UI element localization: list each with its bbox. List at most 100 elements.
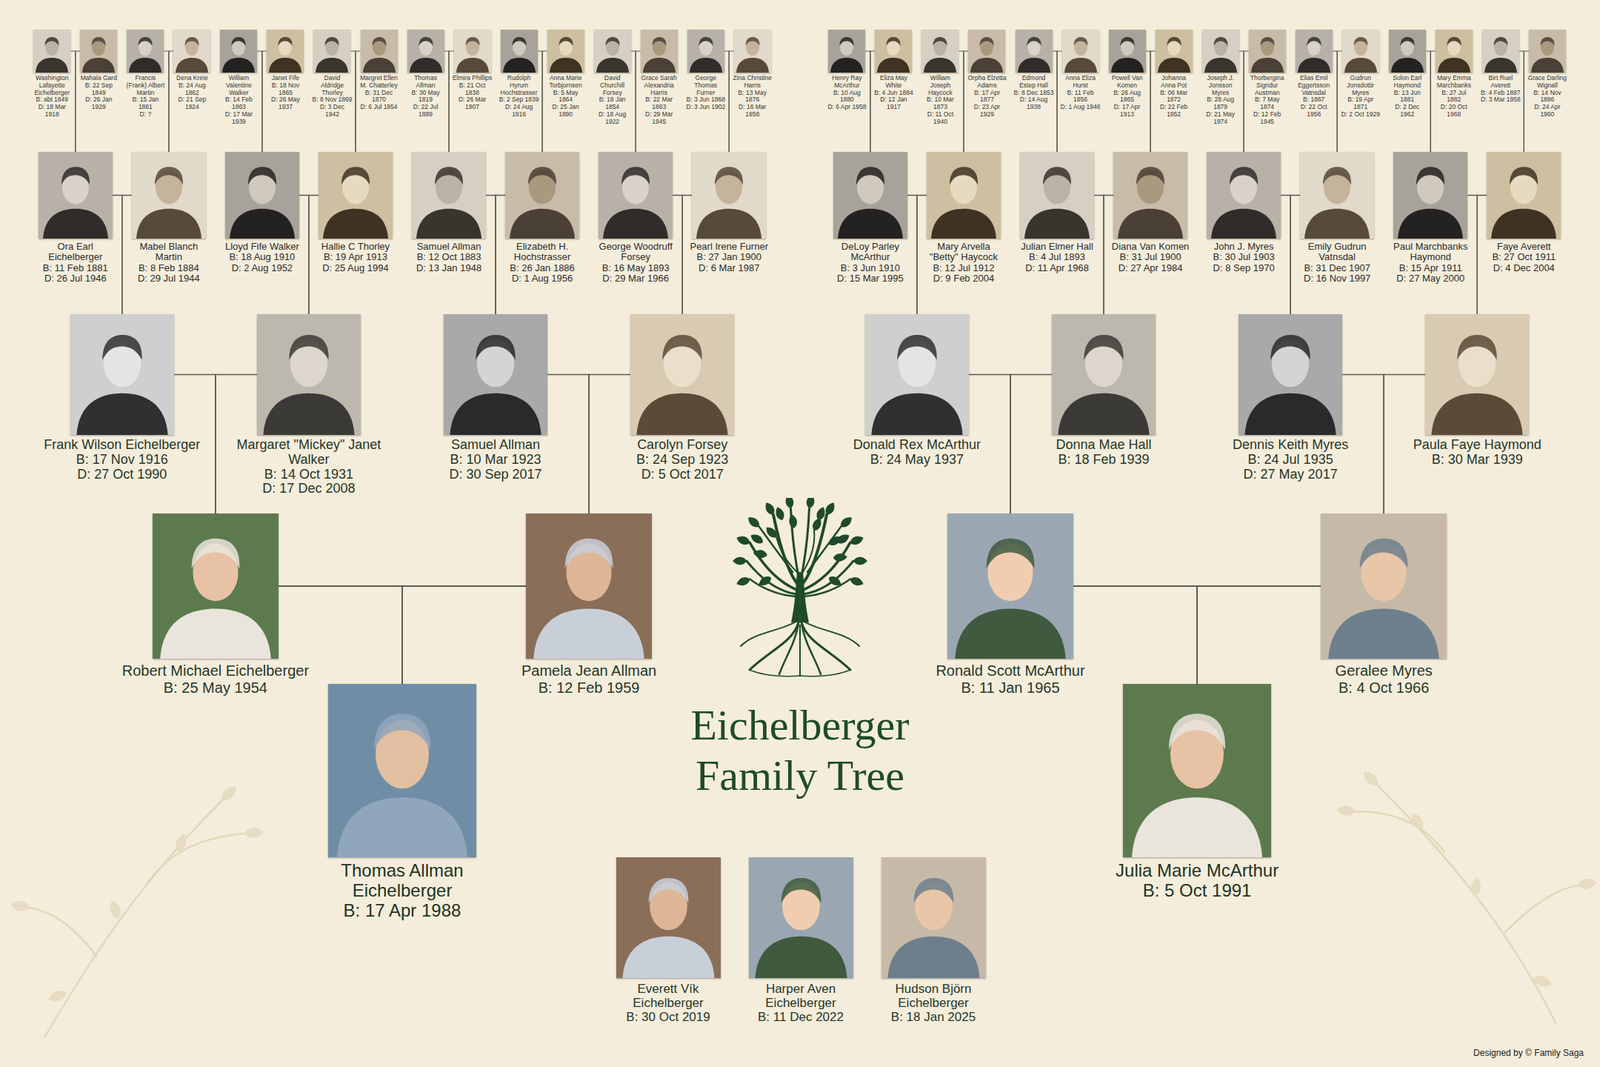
life-date: B: 06 Mar 1872 bbox=[1154, 89, 1195, 105]
person-name: Solon Earl Haymond bbox=[1387, 74, 1428, 90]
portrait-shoulders bbox=[533, 608, 645, 659]
portrait-shoulders bbox=[509, 208, 575, 239]
portrait-shoulders bbox=[35, 57, 69, 73]
portrait-shoulders bbox=[837, 208, 903, 239]
life-date: D: 27 Oct 1990 bbox=[37, 467, 208, 483]
portrait-photo bbox=[266, 29, 304, 73]
person-card: Janet FifeB: 18 Nov 1865D: 26 May 1937 bbox=[265, 29, 306, 112]
portrait-shoulders bbox=[1111, 57, 1144, 73]
lineage-line bbox=[444, 51, 450, 152]
portrait-hair bbox=[565, 538, 614, 569]
life-date: D: 24 Apr 1960 bbox=[1527, 103, 1568, 119]
photo-frame bbox=[968, 29, 1006, 73]
portrait-shoulders bbox=[1157, 57, 1191, 73]
portrait-hair bbox=[1509, 166, 1538, 185]
life-date: D: 22 Feb 1952 bbox=[1154, 103, 1195, 119]
person-card: Hallie C ThorleyB: 19 Apr 1913D: 25 Aug … bbox=[314, 151, 398, 274]
person-card: Ronald Scott McArthurB: 11 Jan 1965 bbox=[914, 513, 1107, 697]
photo-background bbox=[411, 151, 486, 239]
photo-frame bbox=[691, 151, 766, 239]
portrait-shoulders bbox=[1431, 393, 1523, 435]
life-date: B: 18 Jan 1854 bbox=[592, 96, 633, 112]
portrait-hair bbox=[558, 37, 573, 46]
photo-background bbox=[225, 151, 300, 239]
person-card: William Valentine WalkerB: 14 Feb 1863D:… bbox=[218, 29, 259, 126]
lineage-line bbox=[547, 374, 589, 515]
life-date: D: 29 Jul 1944 bbox=[127, 273, 211, 284]
portrait-shoulders bbox=[322, 208, 389, 239]
portrait-shoulders bbox=[1131, 797, 1263, 858]
person-name: Francis (Frank) Albert Martin bbox=[125, 74, 166, 97]
portrait-shoulders bbox=[1304, 208, 1370, 239]
portrait-shoulders bbox=[1437, 57, 1471, 73]
photo-background bbox=[598, 151, 673, 239]
lineage-line bbox=[1052, 51, 1058, 152]
life-date: B: 11 Dec 2022 bbox=[737, 1009, 864, 1024]
person-card: Elizabeth H. HochstrasserB: 26 Jan 1886D… bbox=[500, 151, 584, 284]
lineage-line bbox=[1239, 51, 1245, 152]
portrait-hair bbox=[1229, 166, 1258, 185]
portrait-hair bbox=[651, 37, 666, 46]
lineage-line bbox=[1430, 51, 1436, 152]
person-name: Eliza May White bbox=[873, 74, 914, 90]
life-date: D: 26 May 1937 bbox=[265, 96, 306, 112]
life-date: B: 14 Feb 1863 bbox=[218, 96, 259, 112]
photo-background bbox=[640, 29, 678, 73]
lineage-line bbox=[1057, 51, 1063, 152]
person-card: John J. MyresB: 30 Jul 1903D: 8 Sep 1970 bbox=[1202, 151, 1286, 274]
portrait-photo bbox=[525, 513, 652, 659]
life-date: D: 1 Aug 1946 bbox=[1060, 103, 1101, 112]
portrait-hair bbox=[1120, 37, 1135, 46]
portrait-shoulders bbox=[887, 936, 980, 978]
photo-frame bbox=[1062, 29, 1100, 73]
person-name: David Aldridge Thorley bbox=[311, 74, 352, 97]
portrait-hair bbox=[698, 37, 713, 46]
person-name: Ora Earl Eichelberger bbox=[34, 241, 118, 263]
portrait-hair bbox=[1136, 166, 1165, 185]
portrait-hair bbox=[45, 37, 60, 46]
portrait-shoulders bbox=[830, 57, 863, 73]
person-card: George Woodruff ForseyB: 16 May 1893D: 2… bbox=[594, 151, 678, 284]
person-card: Eliza May WhiteB: 4 Jun 1884D: 12 Jan 19… bbox=[873, 29, 914, 112]
portrait-photo bbox=[1388, 29, 1426, 73]
person-name: Dennis Keith Myres bbox=[1205, 437, 1376, 453]
life-date: D: 11 Oct 1940 bbox=[920, 111, 960, 126]
lineage-line bbox=[1290, 195, 1300, 315]
photo-frame bbox=[1393, 151, 1468, 239]
photo-background bbox=[947, 513, 1074, 659]
life-date: D: 13 Jan 1948 bbox=[407, 262, 491, 274]
portrait-photo bbox=[38, 151, 113, 239]
person-card: Diana Van KomenB: 31 Jul 1900D: 27 Apr 1… bbox=[1108, 151, 1192, 274]
life-date: D: 2 Dec 1962 bbox=[1387, 103, 1428, 119]
portrait-shoulders bbox=[76, 393, 168, 435]
portrait-shoulders bbox=[1211, 208, 1277, 239]
portrait-hair bbox=[1353, 37, 1368, 46]
photo-frame bbox=[947, 513, 1074, 659]
lineage-line bbox=[728, 51, 735, 152]
life-date: B: 25 May 1954 bbox=[119, 679, 312, 697]
photo-background bbox=[1015, 29, 1053, 73]
life-date: B: 8 Nov 1869 bbox=[311, 96, 352, 104]
life-date: D: 29 Mar 1966 bbox=[594, 273, 678, 284]
person-name: Donald Rex McArthur bbox=[831, 437, 1003, 453]
life-date: D: 24 Aug 1916 bbox=[499, 103, 540, 119]
photo-background bbox=[1320, 513, 1447, 659]
photo-background bbox=[173, 29, 211, 73]
lineage-line bbox=[1103, 195, 1114, 315]
life-date: B: 13 Jun 1881 bbox=[1387, 89, 1428, 105]
portrait-hair bbox=[1322, 166, 1352, 185]
person-name: Emily Gudrun Vatnsdal bbox=[1295, 241, 1379, 263]
person-name: Margret Ellen M. Chatterley bbox=[359, 74, 400, 90]
portrait-shoulders bbox=[549, 57, 583, 73]
photo-background bbox=[616, 857, 721, 978]
portrait-shoulders bbox=[1344, 57, 1378, 73]
person-name: Elmira Phillips bbox=[452, 74, 493, 83]
photo-background bbox=[1206, 151, 1281, 239]
photo-frame bbox=[1051, 314, 1156, 435]
person-card: Samuel AllmanB: 10 Mar 1923D: 30 Sep 201… bbox=[410, 314, 581, 482]
life-date: B: 24 Aug 1862 bbox=[171, 82, 212, 98]
lineage-line bbox=[1073, 585, 1198, 684]
person-name: Faye Averett bbox=[1482, 241, 1566, 252]
life-date: D: 29 Mar 1945 bbox=[639, 111, 680, 126]
